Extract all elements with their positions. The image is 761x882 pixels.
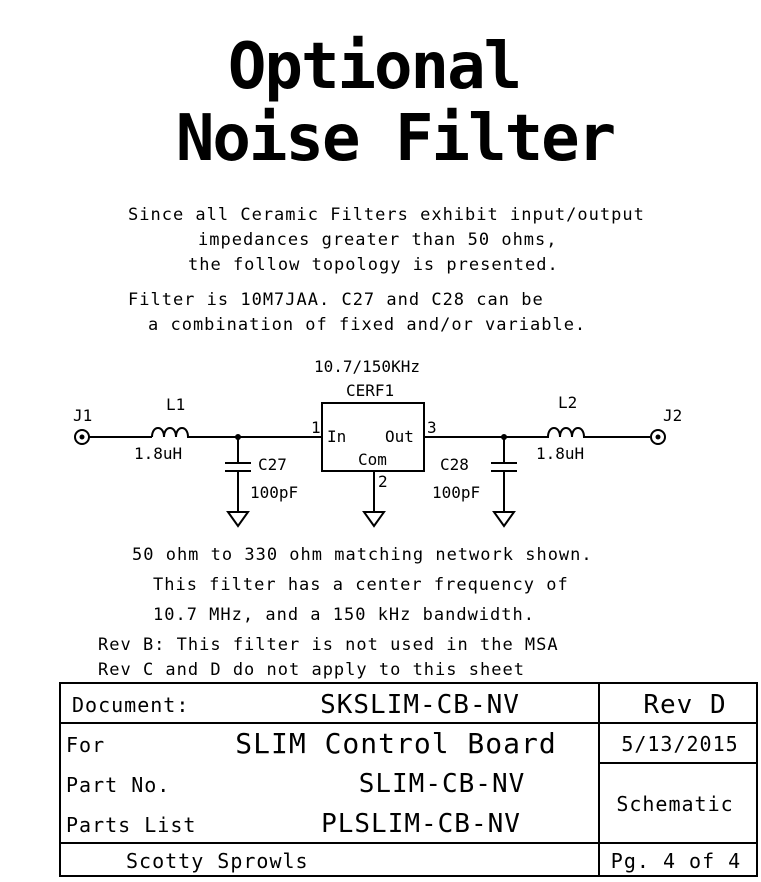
l2-inductor-icon	[543, 427, 650, 438]
l2-value: 1.8uH	[536, 444, 584, 463]
j1-center-pin	[79, 434, 85, 440]
note-line: 10.7 MHz, and a 150 kHz bandwidth.	[153, 605, 535, 625]
c27-value: 100pF	[250, 483, 298, 502]
document-value: SKSLIM-CB-NV	[320, 690, 520, 720]
filter-ref: CERF1	[346, 381, 394, 400]
schematic-circuit: J1 L1 1.8uH C27 100pF 10.7/150KHz CERF1 …	[73, 357, 682, 528]
j1-label: J1	[73, 406, 92, 425]
ground-icon	[362, 511, 386, 528]
title-line-2: Noise Filter	[176, 102, 614, 176]
document-label: Document:	[72, 693, 189, 717]
pin-com-number: 2	[378, 472, 388, 491]
page-number: Pg. 4 of 4	[611, 849, 741, 873]
c28-value: 100pF	[432, 483, 480, 502]
note-line: Rev C and D do not apply to this sheet	[98, 660, 525, 680]
description-line: a combination of fixed and/or variable.	[148, 315, 586, 335]
j2-connector-icon	[650, 429, 666, 445]
pin-com-label: Com	[358, 450, 387, 469]
part-value: SLIM-CB-NV	[359, 769, 526, 799]
j2-center-pin	[655, 434, 661, 440]
date-value: 5/13/2015	[621, 732, 738, 756]
ground-icon	[226, 511, 250, 528]
c27-label: C27	[258, 455, 287, 474]
l1-value: 1.8uH	[134, 444, 182, 463]
title-line-1: Optional	[228, 30, 520, 104]
pin-in-number: 1	[311, 418, 321, 437]
note-line: This filter has a center frequency of	[153, 575, 569, 595]
part-label: Part No.	[66, 773, 170, 797]
description-line: Since all Ceramic Filters exhibit input/…	[128, 205, 645, 225]
for-value: SLIM Control Board	[235, 727, 556, 760]
filter-spec: 10.7/150KHz	[314, 357, 420, 376]
for-label: For	[66, 733, 105, 757]
author: Scotty Sprowls	[126, 849, 309, 873]
description-line: impedances greater than 50 ohms,	[198, 230, 558, 250]
l1-inductor-icon	[151, 427, 195, 438]
pin-in-label: In	[327, 427, 346, 446]
title-block: Document: SKSLIM-CB-NV Rev D For SLIM Co…	[59, 682, 758, 877]
l1-label: L1	[166, 395, 185, 414]
ground-icon	[492, 511, 516, 528]
note-line: Rev B: This filter is not used in the MS…	[98, 635, 559, 655]
note-line: 50 ohm to 330 ohm matching network shown…	[132, 545, 593, 565]
j2-label: J2	[663, 406, 682, 425]
c28-label: C28	[440, 455, 469, 474]
rev-value: Rev D	[643, 690, 726, 720]
description-line: Filter is 10M7JAA. C27 and C28 can be	[128, 290, 544, 310]
document-type: Schematic	[616, 792, 733, 816]
l2-label: L2	[558, 393, 577, 412]
pin-out-label: Out	[385, 427, 414, 446]
parts-list-value: PLSLIM-CB-NV	[321, 809, 521, 839]
parts-list-label: Parts List	[66, 813, 196, 837]
pin-out-number: 3	[427, 418, 437, 437]
description-line: the follow topology is presented.	[188, 255, 559, 275]
